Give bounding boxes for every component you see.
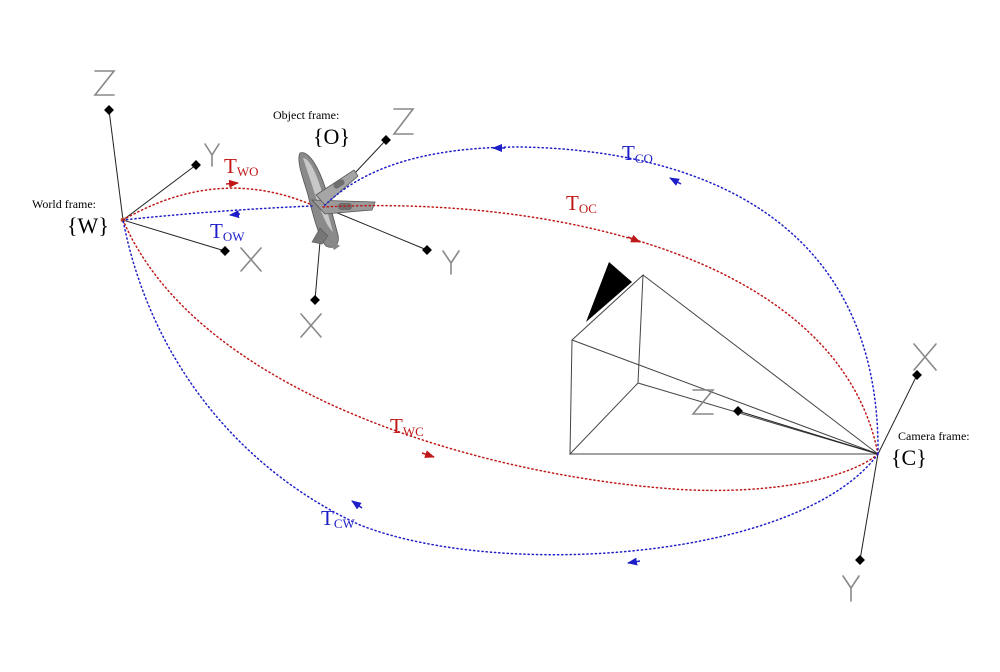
world-frame-caption: World frame:: [32, 197, 96, 211]
curve-t-wc: [122, 219, 879, 492]
camera-frame-axes: [691, 343, 937, 602]
label-t-ow: TOW: [210, 219, 245, 244]
camera-frame-name: {C}: [891, 445, 927, 470]
object-frame-caption: Object frame:: [273, 108, 339, 122]
z-axis-letter: [691, 389, 715, 415]
world-frame-axes: [93, 70, 262, 272]
y-axis-letter: [842, 575, 860, 602]
y-axis-letter: [442, 250, 460, 275]
x-axis-letter: [240, 247, 262, 272]
airplane-icon: [298, 152, 376, 250]
label-t-oc: TOC: [566, 191, 597, 216]
label-t-wc: TWC: [390, 414, 424, 439]
world-frame-name: {W}: [67, 213, 109, 238]
x-axis-letter: [300, 313, 322, 338]
label-t-wo: TWO: [224, 154, 259, 179]
camera-frustum-icon: [569, 262, 879, 456]
curve-t-co: [322, 146, 879, 455]
label-t-cw: TCW: [321, 506, 355, 531]
curve-t-cw: [122, 219, 879, 556]
y-axis-letter: [204, 143, 220, 167]
curve-t-wo: [122, 187, 313, 221]
z-axis-letter: [392, 108, 415, 135]
curve-t-oc: [322, 204, 879, 455]
x-axis-letter: [913, 343, 937, 371]
object-frame-name: {O}: [313, 124, 350, 149]
camera-frame-caption: Camera frame:: [898, 429, 970, 443]
z-axis-letter: [93, 70, 116, 96]
label-t-co: TCO: [622, 141, 653, 166]
curve-t-ow: [122, 205, 313, 221]
